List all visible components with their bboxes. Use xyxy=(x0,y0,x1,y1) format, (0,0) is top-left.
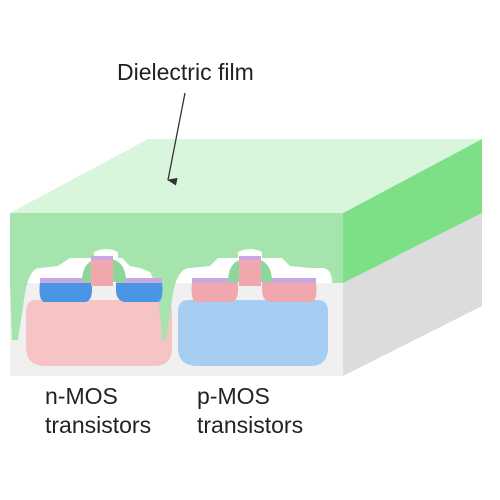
pmos-gate-cap xyxy=(239,256,261,260)
nmos-diffusion-cap-right xyxy=(116,278,162,283)
pmos-label-line1: p-MOS xyxy=(197,383,270,409)
nmos-gate-cap xyxy=(91,256,113,260)
pmos-transistor xyxy=(191,256,317,302)
pmos-gate xyxy=(239,259,261,286)
nmos-label-line1: n-MOS xyxy=(45,383,118,409)
film-front-face xyxy=(10,213,343,340)
dielectric-film-label: Dielectric film xyxy=(117,59,254,85)
n-well xyxy=(26,300,172,366)
nmos-label-line2: transistors xyxy=(45,412,152,438)
p-well xyxy=(178,300,328,366)
pmos-source-drain-right xyxy=(262,282,317,302)
pmos-source-drain-left xyxy=(191,282,238,302)
nmos-source-drain-right xyxy=(116,282,163,302)
pmos-diffusion-cap-left xyxy=(192,278,238,283)
pmos-label-line2: transistors xyxy=(197,412,304,438)
nmos-diffusion-cap-left xyxy=(40,278,92,283)
film-side-face xyxy=(343,139,482,283)
nmos-gate xyxy=(91,259,113,286)
film-top-face xyxy=(10,139,482,213)
pmos-diffusion-cap-right xyxy=(262,278,316,283)
film-pointer-arrow xyxy=(167,92,186,186)
nmos-source-drain-left xyxy=(39,282,92,302)
nmos-transistor xyxy=(39,256,163,302)
substrate-side-face xyxy=(343,213,482,376)
